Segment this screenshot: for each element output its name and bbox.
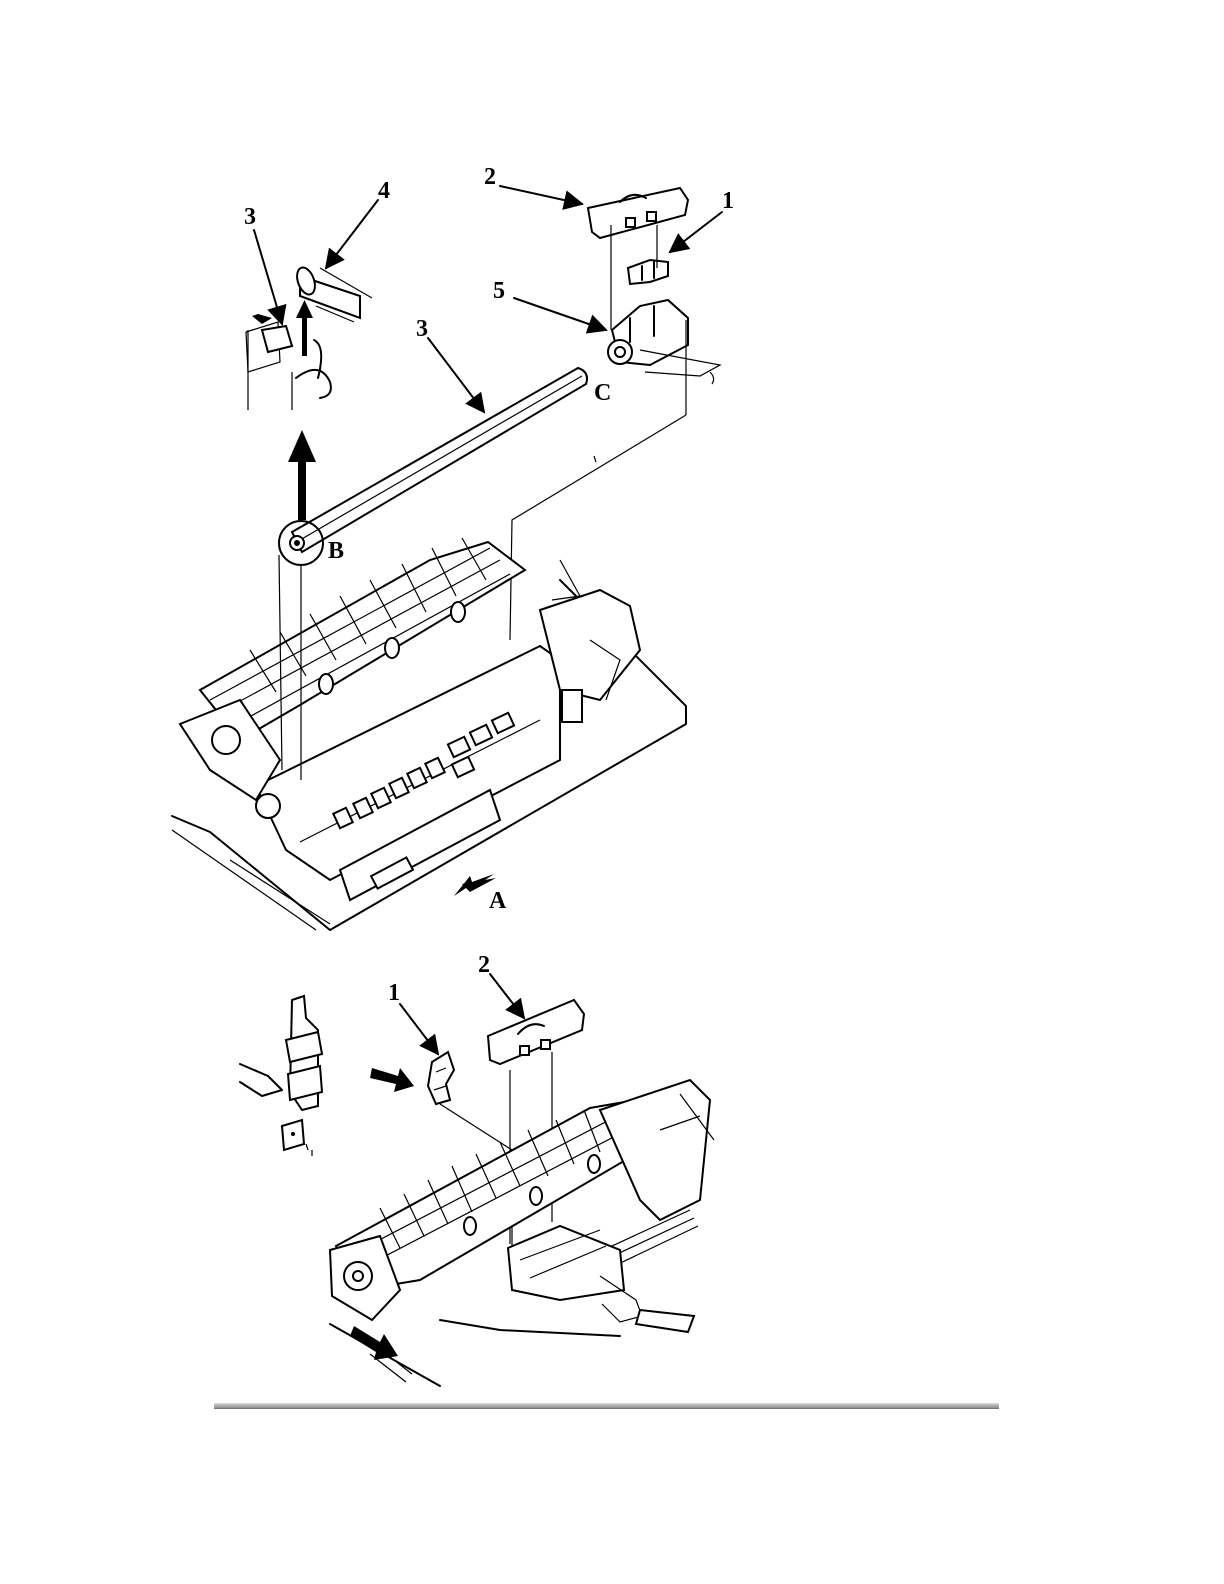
arrow-bottom-left xyxy=(350,1326,398,1360)
upper-view: 2 1 3 4 3 5 C B A xyxy=(172,164,734,930)
callout-2-upper: 2 xyxy=(484,164,496,190)
part-3-shaft xyxy=(292,368,587,552)
lower-view: 1 2 xyxy=(240,952,714,1386)
part-2-cover-lower xyxy=(488,1000,584,1064)
direction-label-a: A xyxy=(489,888,507,914)
part-2-cover-upper xyxy=(588,188,688,238)
callout-4: 4 xyxy=(378,178,390,204)
detail-label-c: C xyxy=(594,380,611,406)
callout-3-shaft: 3 xyxy=(416,316,428,342)
part-5-bracket xyxy=(608,300,720,384)
part-1-clip-upper xyxy=(628,260,668,284)
arrow-to-clip xyxy=(370,1068,414,1092)
part-1-clip-lower xyxy=(428,1052,454,1104)
callout-1-lower: 1 xyxy=(388,980,400,1006)
inset-bearing-detail xyxy=(246,265,372,410)
inset-clip-detail xyxy=(240,996,322,1156)
arrow-up-from-b xyxy=(288,430,316,520)
printer-body-upper xyxy=(172,538,686,930)
callout-3-inset: 3 xyxy=(244,204,256,230)
bottom-divider xyxy=(214,1403,999,1409)
callout-1-upper: 1 xyxy=(722,188,734,214)
callout-5: 5 xyxy=(493,278,505,304)
callout-2-lower: 2 xyxy=(478,952,490,978)
detail-label-b: B xyxy=(328,538,344,564)
